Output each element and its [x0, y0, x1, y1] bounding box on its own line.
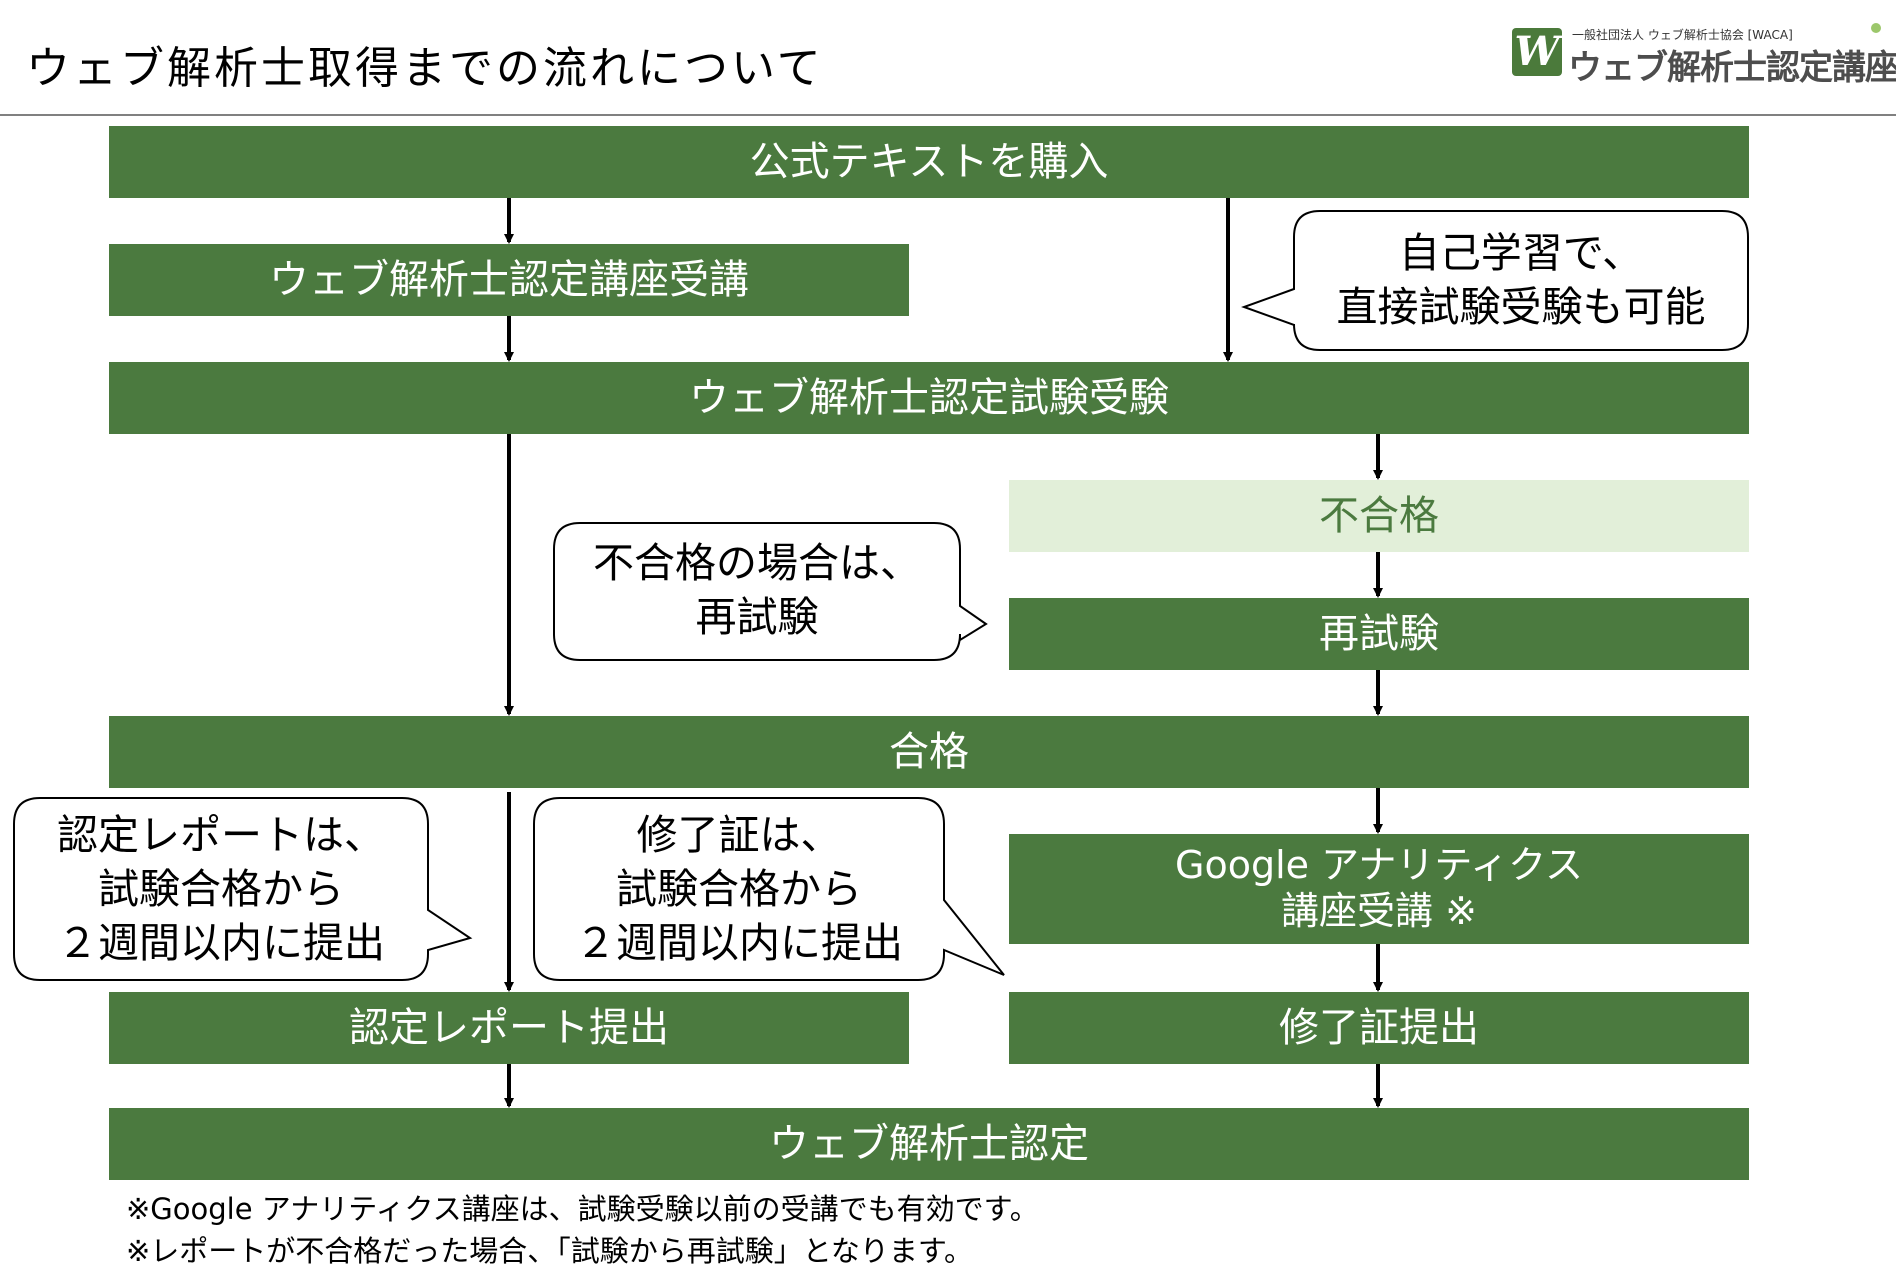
- ga-course-line2: 講座受講 ※: [1281, 889, 1477, 933]
- callout-retest-line2: 再試験: [695, 593, 819, 641]
- step-buy-official-text: 公式テキストを購入: [109, 126, 1749, 198]
- step-pass: 合格: [109, 716, 1749, 788]
- callout-report: 認定レポートは、 試験合格から ２週間以内に提出: [20, 808, 422, 970]
- callout-report-line3: ２週間以内に提出: [57, 919, 385, 967]
- header-divider: [0, 114, 1896, 116]
- page-title: ウェブ解析士取得までの流れについて: [26, 43, 824, 94]
- logo-subtitle: 一般社団法人 ウェブ解析士協会 [WACA]: [1572, 28, 1793, 42]
- step-submit-report: 認定レポート提出: [109, 992, 909, 1064]
- logo-dot-icon: [1871, 23, 1881, 33]
- step-take-exam: ウェブ解析士認定試験受験: [109, 362, 1749, 434]
- callout-certificate: 修了証は、 試験合格から ２週間以内に提出: [540, 808, 938, 970]
- callout-self-study-line2: 直接試験受験も可能: [1336, 283, 1706, 331]
- ga-course-line1: Google アナリティクス: [1175, 843, 1583, 888]
- callout-retest: 不合格の場合は、 再試験: [560, 536, 954, 644]
- logo: W 一般社団法人 ウェブ解析士協会 [WACA] ウェブ解析士認定講座: [1512, 20, 1896, 88]
- footnote-ga-course: ※Google アナリティクス講座は、試験受験以前の受講でも有効です。: [126, 1192, 1039, 1226]
- logo-mark-icon: W: [1512, 28, 1562, 76]
- step-ga-course: Google アナリティクス 講座受講 ※: [1009, 834, 1749, 944]
- callout-certificate-bubble: [533, 797, 1005, 981]
- callout-certificate-line1: 修了証は、: [636, 811, 842, 859]
- step-submit-certificate: 修了証提出: [1009, 992, 1749, 1064]
- callout-certificate-line2: 試験合格から: [616, 865, 862, 913]
- footnotes: ※Google アナリティクス講座は、試験受験以前の受講でも有効です。 ※レポー…: [126, 1188, 1039, 1272]
- callout-self-study-bubble: [1241, 210, 1749, 351]
- callout-self-study: 自己学習で、 直接試験受験も可能: [1300, 226, 1742, 334]
- step-certified: ウェブ解析士認定: [109, 1108, 1749, 1180]
- callout-retest-line1: 不合格の場合は、: [593, 539, 921, 587]
- step-take-course: ウェブ解析士認定講座受講: [109, 244, 909, 316]
- callout-report-bubble: [13, 797, 473, 981]
- step-retest: 再試験: [1009, 598, 1749, 670]
- callout-self-study-line1: 自己学習で、: [1398, 229, 1644, 277]
- logo-name: ウェブ解析士認定講座: [1568, 48, 1896, 88]
- callout-report-line1: 認定レポートは、: [57, 811, 385, 859]
- footnote-report-fail: ※レポートが不合格だった場合、「試験から再試験」となります。: [126, 1234, 974, 1268]
- step-fail: 不合格: [1009, 480, 1749, 552]
- callout-report-line2: 試験合格から: [98, 865, 344, 913]
- callout-certificate-line3: ２週間以内に提出: [575, 919, 903, 967]
- callout-retest-bubble: [553, 522, 988, 661]
